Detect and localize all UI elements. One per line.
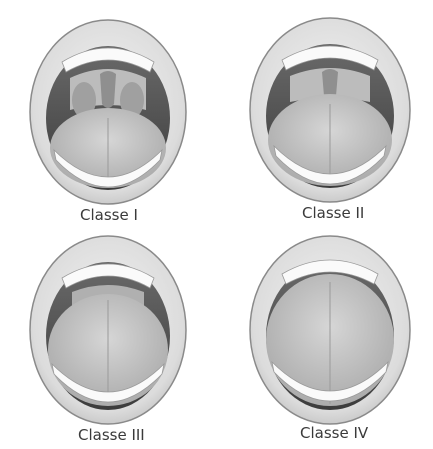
panel-classe-3: Classe III [30,236,186,444]
caption-classe-4: Classe IV [300,424,369,442]
caption-classe-2: Classe II [302,204,364,222]
panel-classe-1: Classe I [30,20,186,224]
uvula [100,71,116,108]
caption-classe-3: Classe III [78,426,145,444]
panel-classe-4: Classe IV [250,236,410,442]
caption-classe-1: Classe I [80,206,138,224]
panel-classe-2: Classe II [250,18,410,222]
